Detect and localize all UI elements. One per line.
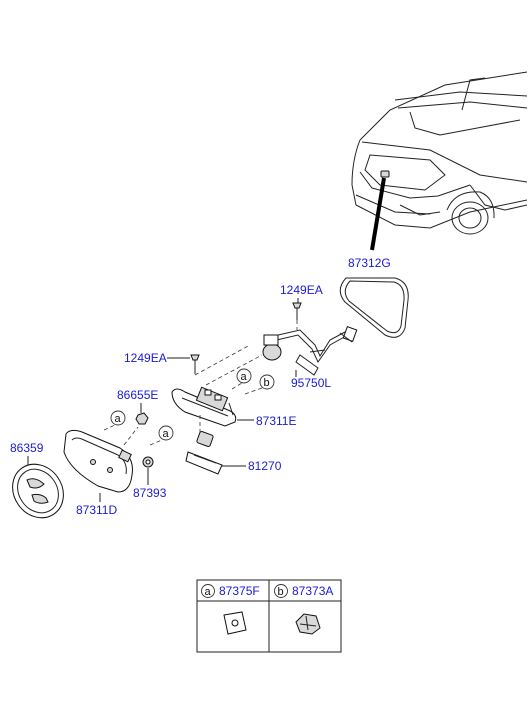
garnish-87311E	[171, 386, 237, 427]
callout-86655E[interactable]: 86655E	[117, 388, 158, 402]
marker-a-dash	[231, 382, 243, 390]
svg-text:a: a	[205, 586, 212, 598]
marker-b-upper[interactable]: b	[259, 374, 275, 390]
assembly-dashline-1	[194, 344, 251, 376]
callout-95750L[interactable]: 95750L	[291, 376, 331, 390]
washer-87393	[142, 456, 154, 468]
legend-b-part: 87373A	[292, 584, 333, 598]
callout-87311E[interactable]: 87311E	[256, 414, 296, 428]
legend-a-header[interactable]: a 87375F	[201, 584, 260, 598]
assembly-dashline-2	[205, 354, 263, 386]
callout-1249EA-top[interactable]: 1249EA	[280, 283, 323, 297]
marker-a-lower[interactable]: a	[158, 425, 174, 441]
cover-87312G	[339, 277, 409, 338]
marker-a-upper[interactable]: a	[236, 368, 252, 384]
callout-81270[interactable]: 81270	[248, 459, 282, 473]
screw-1249EA-left	[190, 354, 200, 374]
wiring-harness-95750L	[262, 326, 358, 376]
svg-text:a: a	[163, 428, 170, 440]
screw-1249EA-top	[292, 302, 302, 320]
license-lamp-81270	[185, 451, 223, 475]
legend-table	[196, 579, 342, 653]
emblem-86359	[12, 463, 64, 519]
callout-87312G[interactable]: 87312G	[348, 256, 391, 270]
legend-b-part-drawing	[295, 613, 321, 635]
camera-module	[196, 415, 214, 447]
svg-text:b: b	[264, 377, 270, 389]
marker-b-dash	[244, 387, 263, 395]
svg-text:a: a	[241, 371, 248, 383]
vehicle-rear-illustration	[351, 71, 528, 251]
legend-b-header[interactable]: b 87373A	[274, 584, 334, 598]
callout-87311D[interactable]: 87311D	[76, 503, 117, 517]
callout-87393[interactable]: 87393	[133, 486, 167, 500]
legend-a-part: 87375F	[219, 584, 260, 598]
legend-a-part-drawing	[223, 611, 247, 635]
callout-1249EA-left[interactable]: 1249EA	[124, 351, 167, 365]
svg-text:a: a	[115, 413, 122, 425]
callout-86359[interactable]: 86359	[10, 441, 44, 455]
marker-a-left-dash	[103, 424, 116, 431]
svg-text:b: b	[278, 586, 284, 598]
marker-a-lower-dash	[149, 439, 163, 446]
nut-86655E	[135, 412, 149, 425]
marker-a-left[interactable]: a	[110, 410, 126, 426]
emblem-base-87311D	[63, 426, 139, 493]
